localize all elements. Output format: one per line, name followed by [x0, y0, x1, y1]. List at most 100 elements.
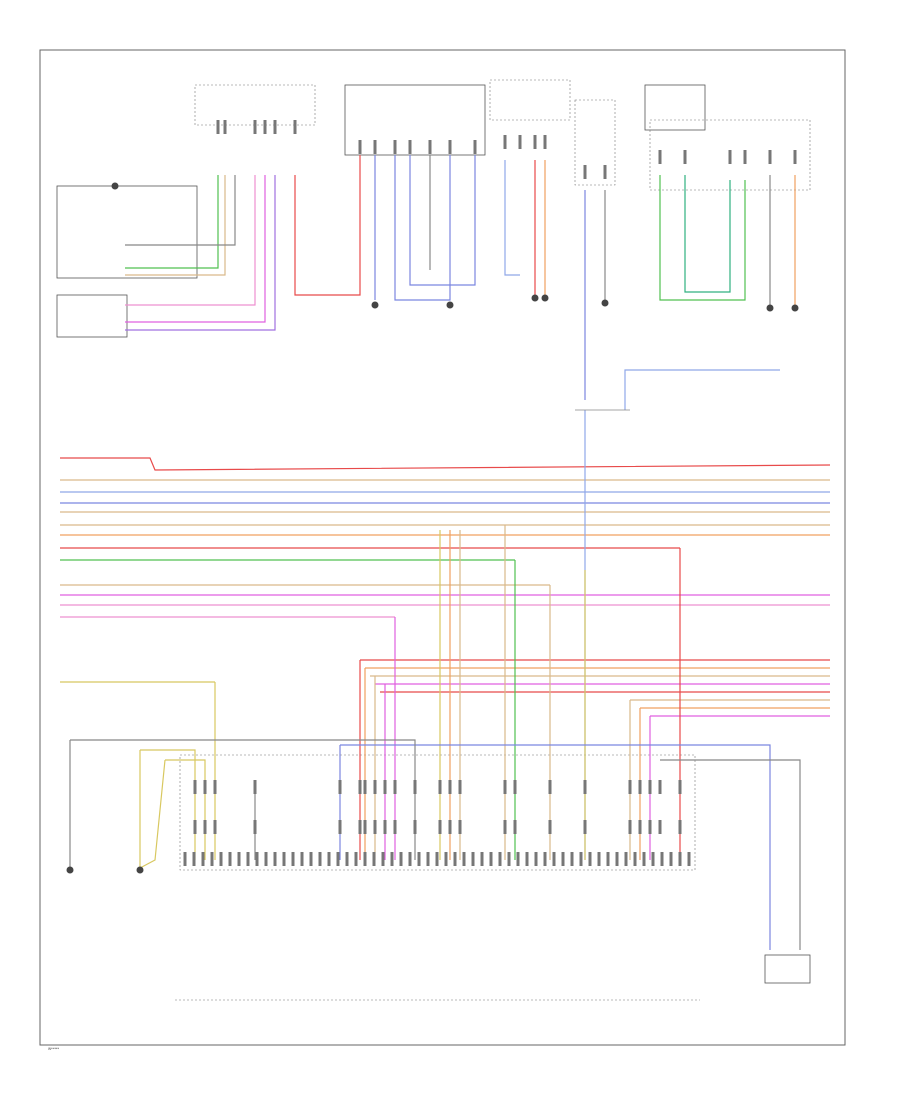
connector-pin-33 — [548, 780, 552, 794]
connector-pin-52 — [228, 852, 232, 866]
connector-pin-97 — [633, 852, 637, 866]
connector-pin-67 — [363, 852, 367, 866]
connector-pin-34 — [548, 820, 552, 834]
connector-pin-71 — [399, 852, 403, 866]
connector-pin-123 — [658, 150, 662, 164]
connector-pin-21 — [413, 780, 417, 794]
connector-pin-55 — [255, 852, 259, 866]
wire-39 — [659, 175, 746, 301]
connector-pin-26 — [448, 820, 452, 834]
component-box-module-d — [574, 99, 616, 186]
wire-26 — [125, 175, 256, 306]
connector-pin-96 — [624, 852, 628, 866]
connector-pin-103 — [687, 852, 691, 866]
component-box-main-connector — [179, 754, 696, 871]
connector-pin-9 — [338, 780, 342, 794]
wire-28 — [125, 175, 276, 331]
connector-pin-109 — [293, 120, 297, 134]
connector-pin-110 — [358, 140, 362, 154]
connector-pin-68 — [372, 852, 376, 866]
connector-pin-35 — [583, 780, 587, 794]
connector-pin-124 — [683, 150, 687, 164]
connector-pin-75 — [435, 852, 439, 866]
connector-pin-62 — [318, 852, 322, 866]
wire-24 — [125, 175, 226, 276]
connector-pin-56 — [264, 852, 268, 866]
connector-pin-120 — [543, 135, 547, 149]
ground-symbol-3 — [531, 294, 539, 302]
connector-pin-30 — [503, 820, 507, 834]
wire-64 — [340, 744, 771, 950]
connector-pin-91 — [579, 852, 583, 866]
diagram-frame — [39, 49, 846, 1046]
connector-pin-47 — [183, 852, 187, 866]
wire-1 — [60, 457, 831, 471]
component-box-bottom-right — [764, 954, 811, 984]
connector-pin-122 — [603, 165, 607, 179]
connector-pin-45 — [678, 780, 682, 794]
connector-pin-3 — [203, 780, 207, 794]
connector-pin-1 — [193, 780, 197, 794]
connector-pin-46 — [678, 820, 682, 834]
connector-pin-119 — [533, 135, 537, 149]
wire-32 — [394, 155, 451, 301]
connector-pin-89 — [561, 852, 565, 866]
ground-symbol-8 — [66, 866, 74, 874]
connector-pin-60 — [300, 852, 304, 866]
component-box-belt-switch — [56, 294, 128, 338]
wire-29 — [294, 155, 361, 296]
ground-symbol-group — [66, 182, 799, 874]
connector-pin-31 — [513, 780, 517, 794]
component-box-left-sensor — [56, 185, 198, 279]
connector-pin-82 — [498, 852, 502, 866]
wire-70 — [165, 759, 206, 860]
connector-pin-54 — [246, 852, 250, 866]
connector-pin-63 — [327, 852, 331, 866]
connector-pin-70 — [390, 852, 394, 866]
connector-pin-65 — [345, 852, 349, 866]
connector-pin-group — [183, 120, 797, 866]
wire-34 — [504, 160, 520, 276]
connector-pin-87 — [543, 852, 547, 866]
connector-pin-64 — [336, 852, 340, 866]
connector-pin-111 — [373, 140, 377, 154]
wire-group — [60, 155, 831, 950]
connector-pin-49 — [201, 852, 205, 866]
ground-symbol-9 — [136, 866, 144, 874]
connector-pin-29 — [503, 780, 507, 794]
connector-pin-125 — [728, 150, 732, 164]
connector-pin-13 — [363, 780, 367, 794]
figure-code: W***** — [48, 1047, 60, 1051]
connector-pin-6 — [213, 820, 217, 834]
connector-pin-53 — [237, 852, 241, 866]
connector-pin-14 — [363, 820, 367, 834]
connector-pin-22 — [413, 820, 417, 834]
connector-pin-85 — [525, 852, 529, 866]
ground-symbol-6 — [766, 304, 774, 312]
wire-27 — [125, 175, 266, 323]
connector-pin-19 — [393, 780, 397, 794]
connector-pin-2 — [193, 820, 197, 834]
connector-pin-16 — [373, 820, 377, 834]
wire-44 — [624, 369, 780, 410]
ground-symbol-1 — [371, 301, 379, 309]
connector-pin-61 — [309, 852, 313, 866]
wire-65 — [660, 759, 801, 950]
connector-pin-86 — [534, 852, 538, 866]
connector-pin-72 — [408, 852, 412, 866]
connector-pin-84 — [516, 852, 520, 866]
connector-pin-107 — [263, 120, 267, 134]
connector-pin-51 — [219, 852, 223, 866]
connector-pin-69 — [381, 852, 385, 866]
wire-23 — [125, 175, 219, 269]
connector-pin-11 — [358, 780, 362, 794]
component-box-module-a — [194, 84, 316, 126]
connector-pin-108 — [273, 120, 277, 134]
connector-pin-90 — [570, 852, 574, 866]
connector-pin-92 — [588, 852, 592, 866]
connector-pin-24 — [438, 820, 442, 834]
connector-pin-128 — [793, 150, 797, 164]
connector-pin-43 — [658, 780, 662, 794]
wire-68 — [140, 749, 196, 860]
